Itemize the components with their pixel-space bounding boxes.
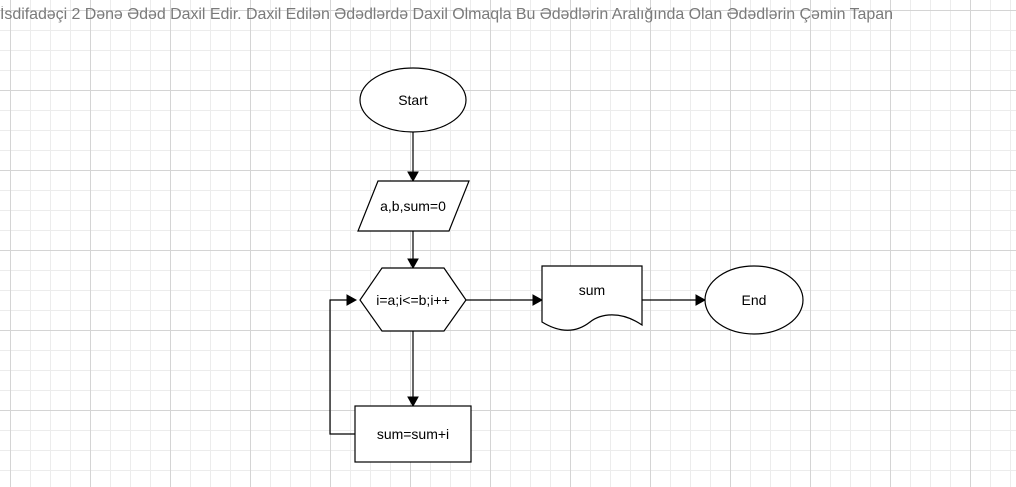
edge-input-to-loop[interactable] — [407, 231, 419, 270]
loop-node[interactable]: i=a;i<=b;i++ — [359, 267, 467, 332]
process-node[interactable]: sum=sum+i — [354, 405, 472, 463]
start-node-label: Start — [398, 92, 428, 108]
input-node-label: a,b,sum=0 — [380, 198, 446, 214]
page-title: İsdifadəçi 2 Dənə Ədəd Daxil Edir. Daxil… — [0, 6, 893, 23]
end-node-label: End — [742, 292, 767, 308]
edge-start-to-input[interactable] — [407, 132, 419, 183]
edge-output-to-end[interactable] — [642, 294, 707, 306]
output-node[interactable]: sum — [541, 265, 643, 331]
edge-loop-to-process[interactable] — [407, 331, 419, 408]
edge-process-to-loop[interactable] — [329, 294, 358, 435]
edge-loop-to-output[interactable] — [466, 294, 544, 306]
output-node-label: sum — [579, 282, 605, 298]
process-node-label: sum=sum+i — [377, 426, 449, 442]
loop-node-label: i=a;i<=b;i++ — [376, 292, 450, 308]
start-node[interactable]: Start — [359, 67, 467, 133]
end-node[interactable]: End — [704, 265, 804, 335]
input-node[interactable]: a,b,sum=0 — [357, 180, 470, 232]
